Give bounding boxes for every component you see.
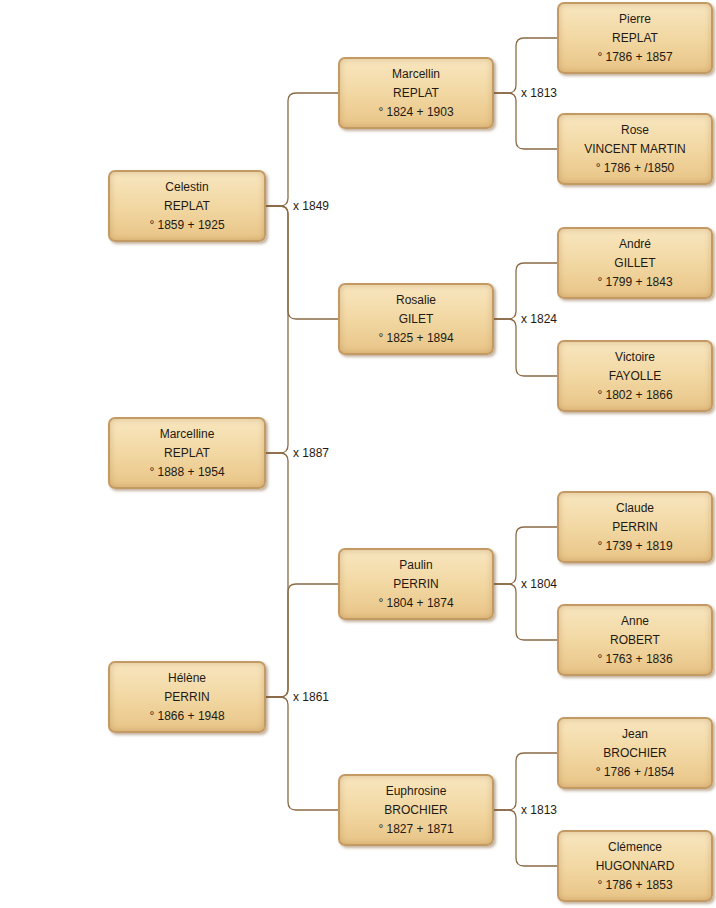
- person-box: PaulinPERRIN° 1804 + 1874: [338, 548, 494, 620]
- surname: PERRIN: [393, 575, 438, 594]
- person-box: RoseVINCENT MARTIN° 1786 + /1850: [557, 113, 713, 185]
- surname: REPLAT: [164, 197, 210, 216]
- given-name: Hélène: [168, 669, 206, 688]
- given-name: Celestin: [165, 178, 208, 197]
- person-box: ClaudePERRIN° 1739 + 1819: [557, 491, 713, 563]
- given-name: Euphrosine: [386, 782, 447, 801]
- person-box: RosalieGILET° 1825 + 1894: [338, 283, 494, 355]
- marriage-date: x 1813: [519, 86, 559, 100]
- life-dates: ° 1799 + 1843: [597, 273, 672, 292]
- marriage-date: x 1887: [291, 446, 331, 460]
- given-name: Rosalie: [396, 291, 436, 310]
- marriage-date: x 1813: [519, 803, 559, 817]
- life-dates: ° 1888 + 1954: [149, 463, 224, 482]
- life-dates: ° 1859 + 1925: [149, 216, 224, 235]
- surname: FAYOLLE: [609, 367, 661, 386]
- surname: HUGONNARD: [596, 857, 675, 876]
- marriage-date: x 1824: [519, 312, 559, 326]
- life-dates: ° 1786 + /1854: [596, 763, 675, 782]
- parent-link: [494, 753, 557, 810]
- marriage-date: x 1804: [519, 577, 559, 591]
- person-box: PierreREPLAT° 1786 + 1857: [557, 2, 713, 74]
- parent-link: [494, 319, 557, 376]
- marriage-date: x 1849: [291, 199, 331, 213]
- given-name: Anne: [621, 612, 649, 631]
- parent-link: [108, 206, 288, 453]
- life-dates: ° 1786 + 1853: [597, 876, 672, 895]
- given-name: Jean: [622, 725, 648, 744]
- given-name: Clémence: [608, 838, 662, 857]
- life-dates: ° 1824 + 1903: [378, 103, 453, 122]
- life-dates: ° 1739 + 1819: [597, 537, 672, 556]
- parent-link: [494, 263, 557, 319]
- surname: BROCHIER: [384, 801, 447, 820]
- person-box: EuphrosineBROCHIER° 1827 + 1871: [338, 774, 494, 846]
- given-name: Victoire: [615, 348, 655, 367]
- person-box: AnneROBERT° 1763 + 1836: [557, 604, 713, 676]
- person-box: AndréGILLET° 1799 + 1843: [557, 227, 713, 299]
- parent-link: [266, 206, 338, 319]
- given-name: Marcelline: [160, 425, 215, 444]
- parent-link: [266, 93, 338, 206]
- person-box: CelestinREPLAT° 1859 + 1925: [108, 170, 266, 242]
- surname: BROCHIER: [603, 744, 666, 763]
- given-name: Rose: [621, 121, 649, 140]
- marriage-date: x 1861: [291, 690, 331, 704]
- life-dates: ° 1866 + 1948: [149, 707, 224, 726]
- life-dates: ° 1786 + /1850: [596, 159, 675, 178]
- parent-link: [494, 527, 557, 584]
- life-dates: ° 1804 + 1874: [378, 594, 453, 613]
- person-box: MarcellineREPLAT° 1888 + 1954: [108, 417, 266, 489]
- parent-link: [494, 93, 557, 149]
- surname: ROBERT: [610, 631, 660, 650]
- life-dates: ° 1786 + 1857: [597, 48, 672, 67]
- surname: REPLAT: [393, 84, 439, 103]
- given-name: André: [619, 235, 651, 254]
- parent-link: [266, 584, 338, 697]
- surname: GILLET: [614, 254, 655, 273]
- given-name: Pierre: [619, 10, 651, 29]
- parent-link: [494, 810, 557, 866]
- parent-link: [494, 584, 557, 640]
- parent-link: [266, 697, 338, 810]
- given-name: Paulin: [399, 556, 432, 575]
- surname: REPLAT: [164, 444, 210, 463]
- life-dates: ° 1827 + 1871: [378, 820, 453, 839]
- surname: VINCENT MARTIN: [584, 140, 686, 159]
- person-box: ClémenceHUGONNARD° 1786 + 1853: [557, 830, 713, 902]
- life-dates: ° 1802 + 1866: [597, 386, 672, 405]
- surname: PERRIN: [612, 518, 657, 537]
- surname: PERRIN: [164, 688, 209, 707]
- surname: REPLAT: [612, 29, 658, 48]
- life-dates: ° 1763 + 1836: [597, 650, 672, 669]
- person-box: JeanBROCHIER° 1786 + /1854: [557, 717, 713, 789]
- person-box: MarcellinREPLAT° 1824 + 1903: [338, 57, 494, 129]
- given-name: Marcellin: [392, 65, 440, 84]
- surname: GILET: [399, 310, 434, 329]
- parent-link: [494, 38, 557, 93]
- person-box: VictoireFAYOLLE° 1802 + 1866: [557, 340, 713, 412]
- given-name: Claude: [616, 499, 654, 518]
- person-box: HélènePERRIN° 1866 + 1948: [108, 661, 266, 733]
- life-dates: ° 1825 + 1894: [378, 329, 453, 348]
